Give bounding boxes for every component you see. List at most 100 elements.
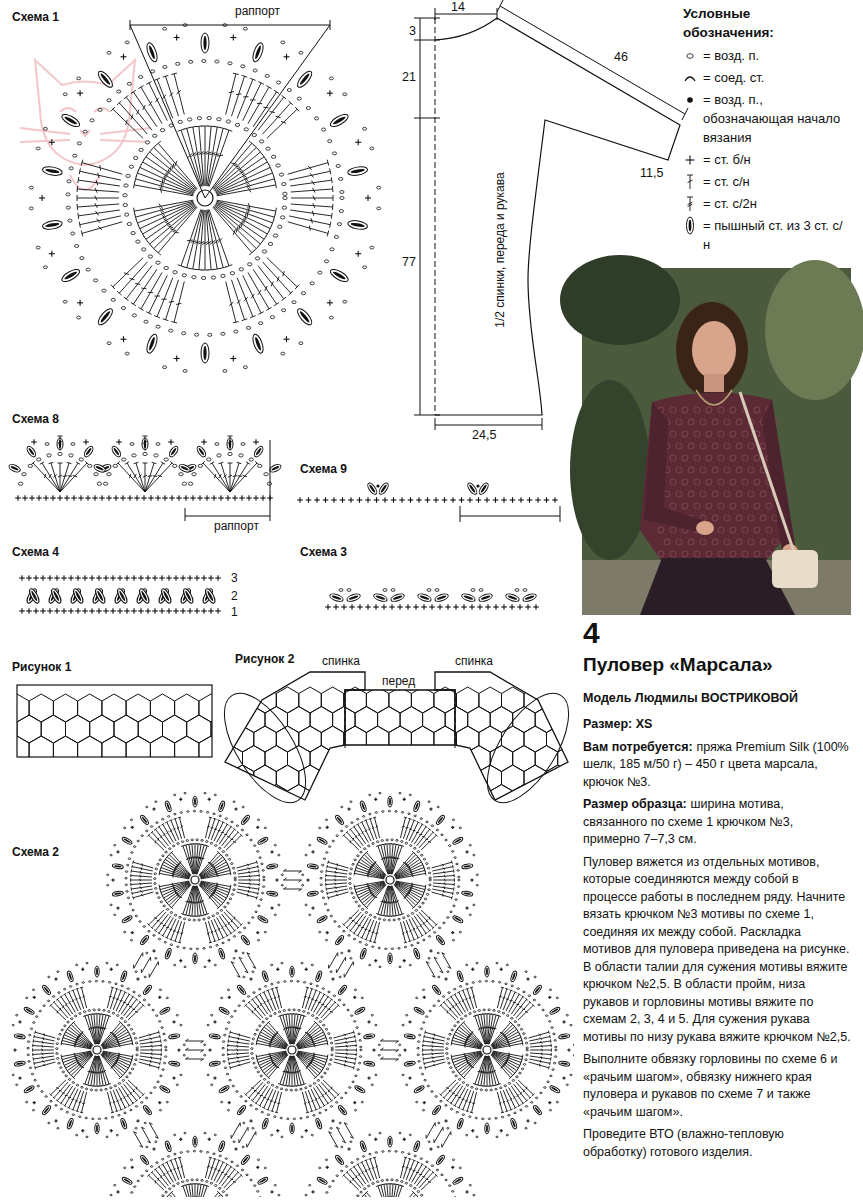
stitch-line [407,893,408,896]
puff-stitch [347,165,368,176]
hex-motif [254,804,276,830]
chain-stitch [329,316,333,319]
chain-stitch [388,919,390,921]
chain-stitch [66,193,70,196]
stitch-line [213,818,216,819]
neck [704,374,724,392]
chain-stitch [243,366,247,369]
stitch-line [78,177,79,183]
stitch-line [141,159,145,165]
hex-motif [187,715,211,743]
chain-stitch [417,851,419,853]
chain-stitch [299,51,303,54]
stitch-line [171,820,179,840]
stitch-line [133,896,134,899]
stitch-line [218,820,221,821]
start-dot [476,484,479,487]
hex-motif [29,736,53,764]
hex-motif [243,707,266,733]
stitch-line [131,887,132,890]
chain-stitch [191,839,193,841]
chain-stitch [330,248,334,251]
puff-core [194,954,196,962]
chain-stitch [233,958,235,960]
chain-stitch [83,130,87,133]
chain-stitch [260,899,262,901]
chain-stitch [103,482,107,485]
hex-motif [276,687,299,713]
stitch-line [208,269,215,270]
hex-motif [411,765,434,791]
chain-stitch [351,892,353,894]
stitch-line [327,892,328,895]
stitch-line [209,817,212,818]
chain-stitch [206,812,208,814]
chain-stitch [145,141,149,144]
stitch-line [364,939,367,940]
stitch-line [132,892,133,895]
stitch-line [133,861,134,864]
chain-stitch [160,901,162,903]
chain-stitch [306,107,310,110]
stitch-line [242,221,243,227]
stitch-line [131,115,133,120]
chain-stitch [154,883,156,885]
chain-stitch [216,945,218,947]
chain-stitch [266,147,270,150]
hex-motif [209,765,232,791]
chain-stitch [154,873,156,875]
chain-stitch [228,452,232,455]
chain-stitch [71,232,75,235]
chain-stitch [215,443,219,446]
chain-stitch [174,794,176,796]
stitch-line [335,875,336,878]
stitch-line [328,896,329,899]
dimension-line [500,6,685,114]
chain-stitch [184,792,186,794]
stitch-line [148,476,153,477]
chain-stitch [69,167,73,170]
puff-stitch [60,112,81,129]
puff-stitch [251,333,265,355]
puff-stitch [269,463,282,474]
chain-stitch [174,813,176,815]
stitch-line [82,163,122,175]
chain-stitch [427,867,429,869]
puff-stitch [253,445,265,458]
stitch-line [238,886,259,889]
chain-stitch [153,134,157,137]
chain-stitch [261,892,263,894]
hex-motif [423,746,446,772]
hex-motif [411,687,434,713]
chain-stitch [187,811,189,813]
chain-stitch [279,173,283,176]
chain-stitch [523,589,527,592]
chain-stitch [143,452,147,455]
hex-motif [400,746,423,772]
hex-motif [535,785,558,811]
hex-motif [53,694,77,722]
chain-stitch [224,906,226,908]
chain-stitch [217,454,221,457]
chain-stitch [283,196,287,199]
chain-stitch [183,918,185,920]
chain-stitch [177,843,179,845]
stitch-line [374,897,377,898]
hex-motif [138,757,162,785]
chain-stitch [136,240,140,243]
stitch-line [208,862,211,863]
chain-stitch [129,903,131,905]
hex-motif [211,757,235,785]
stitch-line [60,463,78,492]
chain-stitch [274,844,276,846]
stitch-line [213,941,216,942]
stitch-line [326,887,327,890]
chain-stitch [340,191,344,194]
hex-motif [547,804,570,830]
chain-stitch [226,854,228,856]
chain-stitch [281,884,283,886]
stitch-line [249,251,254,256]
hand [696,521,714,535]
chain-stitch [217,118,221,121]
hex-motif [175,736,199,764]
